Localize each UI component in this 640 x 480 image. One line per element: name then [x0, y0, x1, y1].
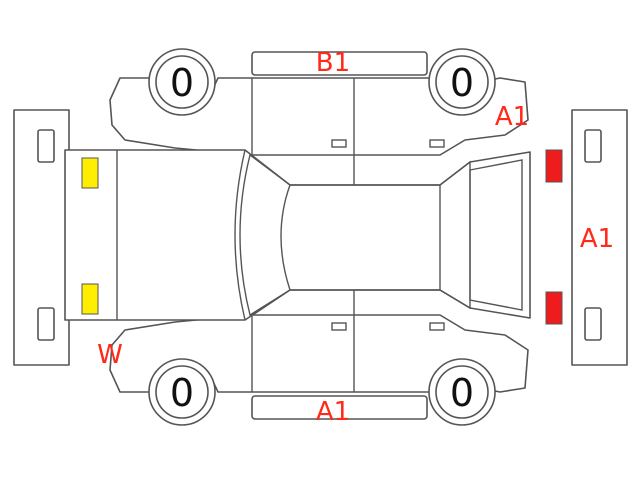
top-view-body [64, 149, 531, 321]
rear-lamp-bottom [545, 291, 563, 325]
roof-rail-bottom [251, 395, 428, 420]
code-bottom-panel: A1 [316, 397, 350, 427]
tire-front-left: 0 [148, 48, 216, 116]
tire-front-left-value: 0 [170, 61, 194, 105]
tire-front-right: 0 [148, 358, 216, 426]
tire-rear-right-value: 0 [450, 371, 474, 415]
rear-bumper [571, 109, 628, 366]
rear-lamp-top [545, 149, 563, 183]
tire-rear-left-value: 0 [450, 61, 474, 105]
tire-rear-left: 0 [428, 48, 496, 116]
code-rear-bumper: A1 [580, 224, 614, 254]
code-rear-corner: A1 [495, 102, 529, 132]
roof-rail-top [251, 51, 428, 76]
front-lamp-bottom [81, 283, 99, 315]
front-lamp-top [81, 157, 99, 189]
code-roof-top: B1 [316, 48, 350, 78]
tire-rear-right: 0 [428, 358, 496, 426]
side-profile-top [109, 77, 529, 156]
tire-front-right-value: 0 [170, 371, 194, 415]
code-front-corner: W [97, 340, 123, 370]
front-bumper [13, 109, 70, 366]
